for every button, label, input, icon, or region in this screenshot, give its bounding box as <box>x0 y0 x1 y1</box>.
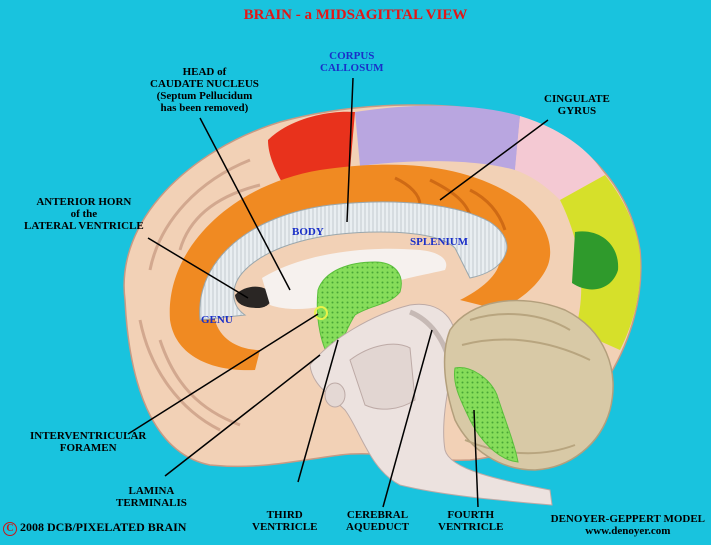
label-lamina-terminalis: LAMINA TERMINALIS <box>116 485 187 509</box>
cerebellum-folia <box>461 313 591 455</box>
label-body: BODY <box>292 226 324 238</box>
label-corpus-callosum: CORPUS CALLOSUM <box>320 50 384 74</box>
label-cingulate-gyrus: CINGULATE GYRUS <box>544 93 610 117</box>
cingulate-folds <box>394 176 507 231</box>
parietal-purple-region <box>355 105 520 170</box>
pointer-corpus-callosum <box>346 77 354 223</box>
label-third-ventricle: THIRD VENTRICLE <box>252 509 318 533</box>
label-interventricular-foramen: INTERVENTRICULAR FORAMEN <box>30 430 147 454</box>
midbrain <box>349 343 416 410</box>
fourth-ventricle-highlight <box>453 367 519 463</box>
pointer-interventricular <box>127 313 319 435</box>
interventricular-foramen-marker <box>314 306 328 320</box>
label-splenium: SPLENIUM <box>410 236 469 248</box>
cingulate-band <box>169 164 551 371</box>
pointer-lines <box>127 77 549 508</box>
label-anterior-horn: ANTERIOR HORN of the LATERAL VENTRICLE <box>24 196 144 232</box>
label-fourth-ventricle: FOURTH VENTRICLE <box>438 509 504 533</box>
pointer-anterior-horn <box>147 237 249 299</box>
label-cerebral-aqueduct: CEREBRAL AQUEDUCT <box>346 509 409 533</box>
calcarine-green-region <box>572 231 619 290</box>
pointer-lamina <box>164 354 321 477</box>
label-head-caudate: HEAD of CAUDATE NUCLEUS (Septum Pellucid… <box>150 66 259 114</box>
pointer-cingulate <box>439 119 549 201</box>
parietal-pink-region <box>515 116 605 200</box>
anterior-horn-ventricle <box>235 286 272 308</box>
label-genu: GENU <box>201 314 233 326</box>
model-credit: DENOYER-GEPPERT MODEL www.denoyer.com <box>550 513 705 537</box>
pointer-fourth-ventricle <box>473 409 479 508</box>
pointer-third-ventricle <box>297 339 339 483</box>
mammillary-body <box>324 382 346 408</box>
corpus-callosum <box>199 201 508 321</box>
pointer-head-caudate <box>199 117 291 291</box>
copyright-icon: C <box>3 522 17 536</box>
diagram-title: BRAIN - a MIDSAGITTAL VIEW <box>243 7 468 23</box>
frontal-gyri <box>138 158 261 432</box>
pointer-aqueduct <box>382 329 433 508</box>
